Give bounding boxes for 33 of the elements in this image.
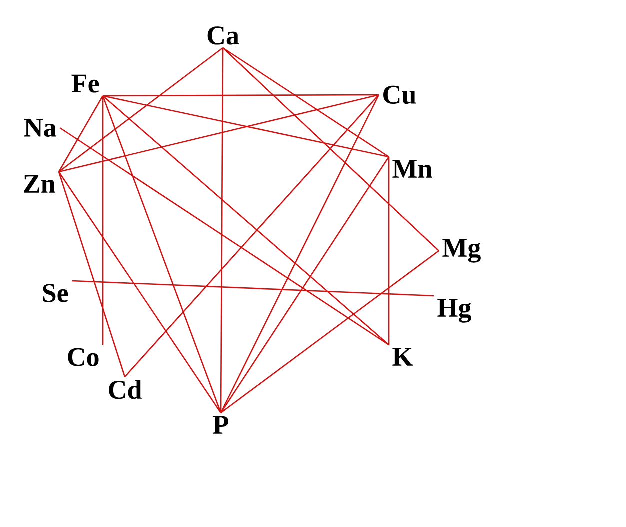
- element-symbol: Fe: [72, 74, 100, 93]
- connecting-line: [102, 95, 390, 158]
- connecting-line: [220, 156, 390, 414]
- connecting-line: [220, 48, 224, 413]
- connecting-line: [58, 94, 380, 173]
- element-symbol: K: [392, 348, 413, 366]
- element-symbol: Zn: [24, 175, 56, 193]
- connecting-line: [222, 47, 390, 158]
- connecting-line: [72, 280, 434, 297]
- element-symbol: Mn: [392, 160, 432, 178]
- element-symbol: Mg: [442, 239, 481, 263]
- connecting-line: [103, 94, 379, 97]
- connecting-line: [222, 48, 440, 252]
- connecting-line: [102, 96, 390, 346]
- element-symbol: Co: [68, 348, 99, 366]
- connecting-line: [102, 96, 104, 345]
- element-symbol: Se: [43, 284, 68, 302]
- connecting-line: [58, 47, 224, 173]
- element-symbol: Ca: [208, 26, 240, 45]
- element-symbol: P: [213, 416, 228, 434]
- element-symbol: Cd: [109, 380, 142, 400]
- connecting-line: [220, 250, 440, 414]
- connecting-line: [388, 157, 390, 345]
- connecting-line: [220, 94, 380, 414]
- connecting-line: [58, 172, 222, 414]
- connecting-line: [102, 96, 222, 414]
- element-symbol: Cu: [384, 86, 416, 104]
- element-symbol: Na: [24, 119, 56, 137]
- connecting-line: [60, 127, 390, 346]
- connecting-line: [124, 94, 380, 378]
- connecting-line: [58, 172, 126, 378]
- element-symbol: Hg: [438, 299, 472, 323]
- connecting-line: [58, 96, 104, 172]
